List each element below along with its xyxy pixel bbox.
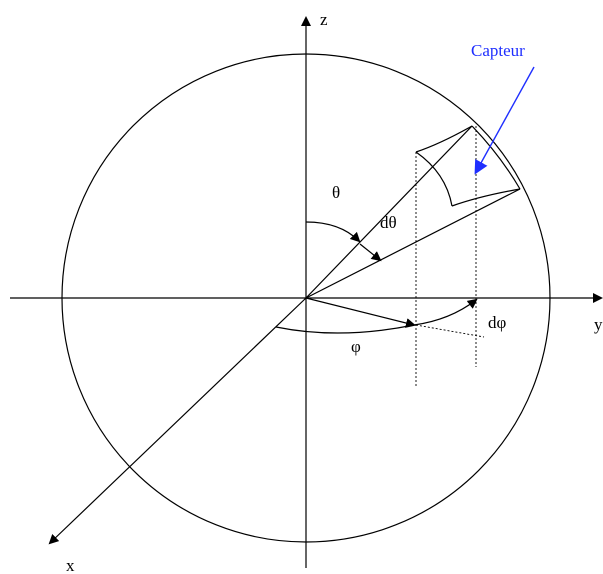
x-axis-line [48, 297, 307, 545]
dphi-arc [413, 298, 478, 326]
dphi-label: dφ [488, 313, 507, 332]
theta-label: θ [332, 183, 340, 202]
phi-arc [275, 324, 415, 334]
z-axis-label: z [320, 10, 328, 29]
sensor-label: Capteur [471, 41, 525, 60]
radius-line-upper [305, 125, 473, 299]
sensor-callout-arrow [474, 66, 535, 175]
sensor-patch-outer-arc-top [415, 125, 473, 153]
sensor-patch-inner-arc [415, 151, 453, 207]
phi-projection-vector [305, 297, 416, 328]
sensor-patch-outer-arc-bottom [451, 188, 521, 207]
dtheta-label: dθ [380, 213, 397, 232]
radius-line-lower [305, 188, 521, 299]
sensor-patch-outer-arc-right [471, 125, 521, 190]
x-axis-label: x [66, 556, 75, 574]
theta-arc [305, 221, 361, 243]
y-axis-label: y [594, 315, 603, 334]
phi-label: φ [351, 337, 361, 356]
dphi-dotted-line [415, 324, 485, 338]
dtheta-arc [359, 243, 382, 262]
